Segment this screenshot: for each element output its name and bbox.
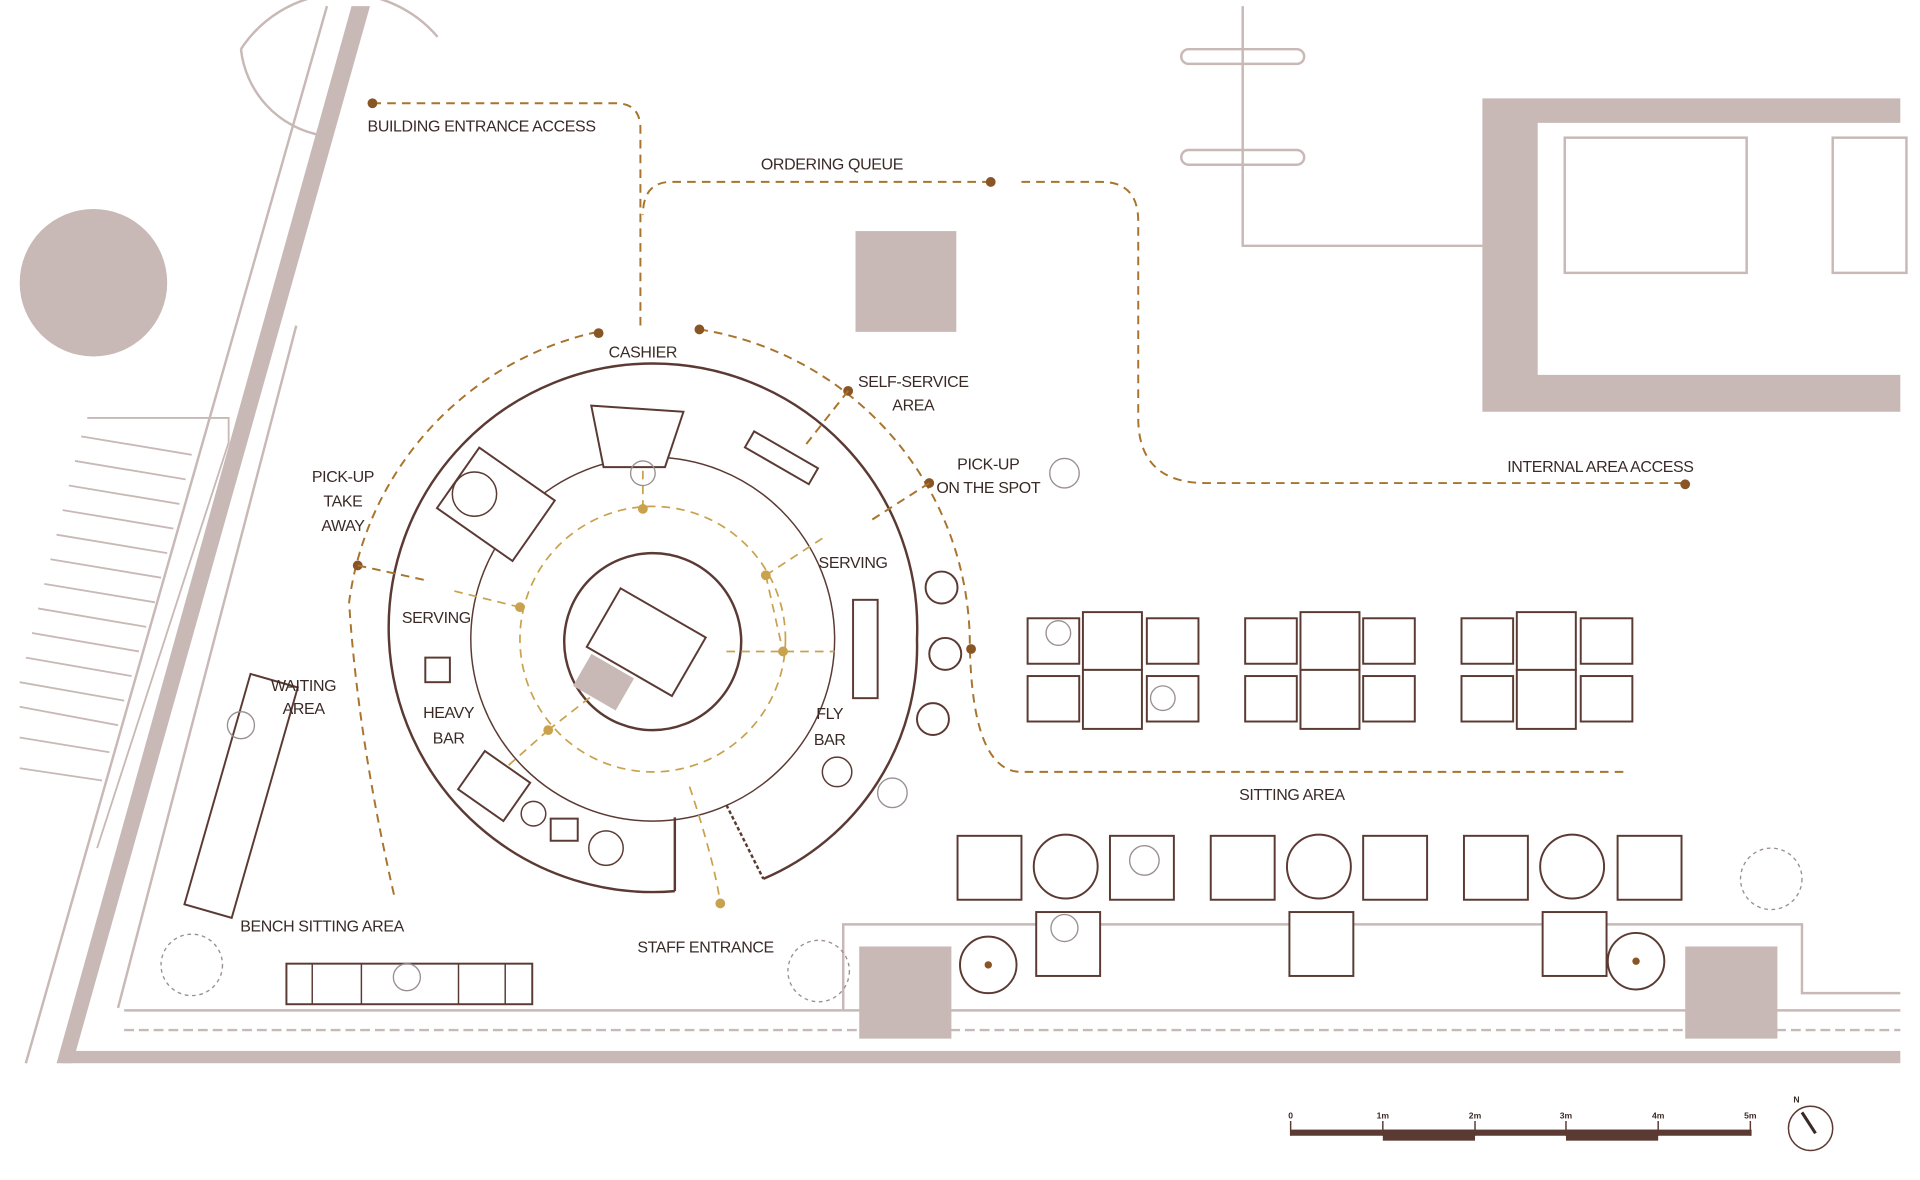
label-pickup-spot-2: ON THE SPOT [936, 480, 1041, 497]
labels: BUILDING ENTRANCE ACCESS ORDERING QUEUE … [240, 119, 1694, 957]
label-serving-left: SERVING [402, 610, 471, 627]
label-fly-bar-2: BAR [814, 732, 846, 749]
label-pickup-take-3: AWAY [321, 518, 365, 535]
label-heavy-bar-2: BAR [433, 731, 465, 748]
label-waiting: WAITING [271, 678, 336, 695]
plants [160, 847, 1803, 1003]
label-bench-sitting: BENCH SITTING AREA [240, 919, 404, 936]
label-pickup-take: PICK-UP [312, 469, 374, 486]
waiting-bench [183, 672, 299, 920]
stairs [19, 416, 230, 849]
label-internal-access: INTERNAL AREA ACCESS [1507, 459, 1693, 476]
left-wall [24, 0, 439, 1064]
scale-tick: 5m [1744, 1111, 1757, 1121]
north-label: N [1793, 1095, 1799, 1105]
table-group-3 [1460, 611, 1634, 730]
table-group-2 [1244, 611, 1416, 730]
label-staff-entrance: STAFF ENTRANCE [637, 940, 774, 957]
scale-tick: 0 [1288, 1111, 1293, 1121]
label-pickup-take-2: TAKE [323, 493, 362, 510]
label-ordering-queue: ORDERING QUEUE [761, 157, 903, 174]
circular-bar [387, 362, 919, 894]
label-pickup-spot: PICK-UP [957, 457, 1019, 474]
label-fly-bar: FLY [816, 706, 844, 723]
label-heavy-bar: HEAVY [423, 705, 475, 722]
scale-bar: 0 1m 2m 3m 4m 5m [1288, 1111, 1757, 1141]
service-routes [449, 467, 835, 909]
scale-tick: 4m [1652, 1111, 1665, 1121]
label-self-service: SELF-SERVICE [858, 374, 969, 391]
label-building-entrance: BUILDING ENTRANCE ACCESS [368, 119, 596, 136]
label-cashier: CASHIER [609, 345, 677, 362]
bar-stools [915, 570, 963, 737]
customer-routes [348, 98, 1691, 898]
bench-sitting [285, 962, 534, 1006]
label-self-service-2: AREA [892, 398, 935, 415]
label-sitting-area: SITTING AREA [1239, 787, 1345, 804]
round-tables [956, 833, 1683, 995]
column-square [855, 231, 957, 332]
label-serving-right: SERVING [819, 555, 888, 572]
scale-tick: 1m [1377, 1111, 1390, 1121]
bottom-wall [62, 923, 1901, 1064]
scale-tick: 2m [1469, 1111, 1482, 1121]
internal-building [1180, 6, 1908, 412]
north-arrow-icon: N [1787, 1095, 1834, 1152]
people [226, 457, 1176, 992]
table-group-1 [1026, 611, 1200, 730]
column-round [19, 208, 168, 357]
scale-tick: 3m [1560, 1111, 1573, 1121]
label-waiting-2: AREA [283, 701, 326, 718]
